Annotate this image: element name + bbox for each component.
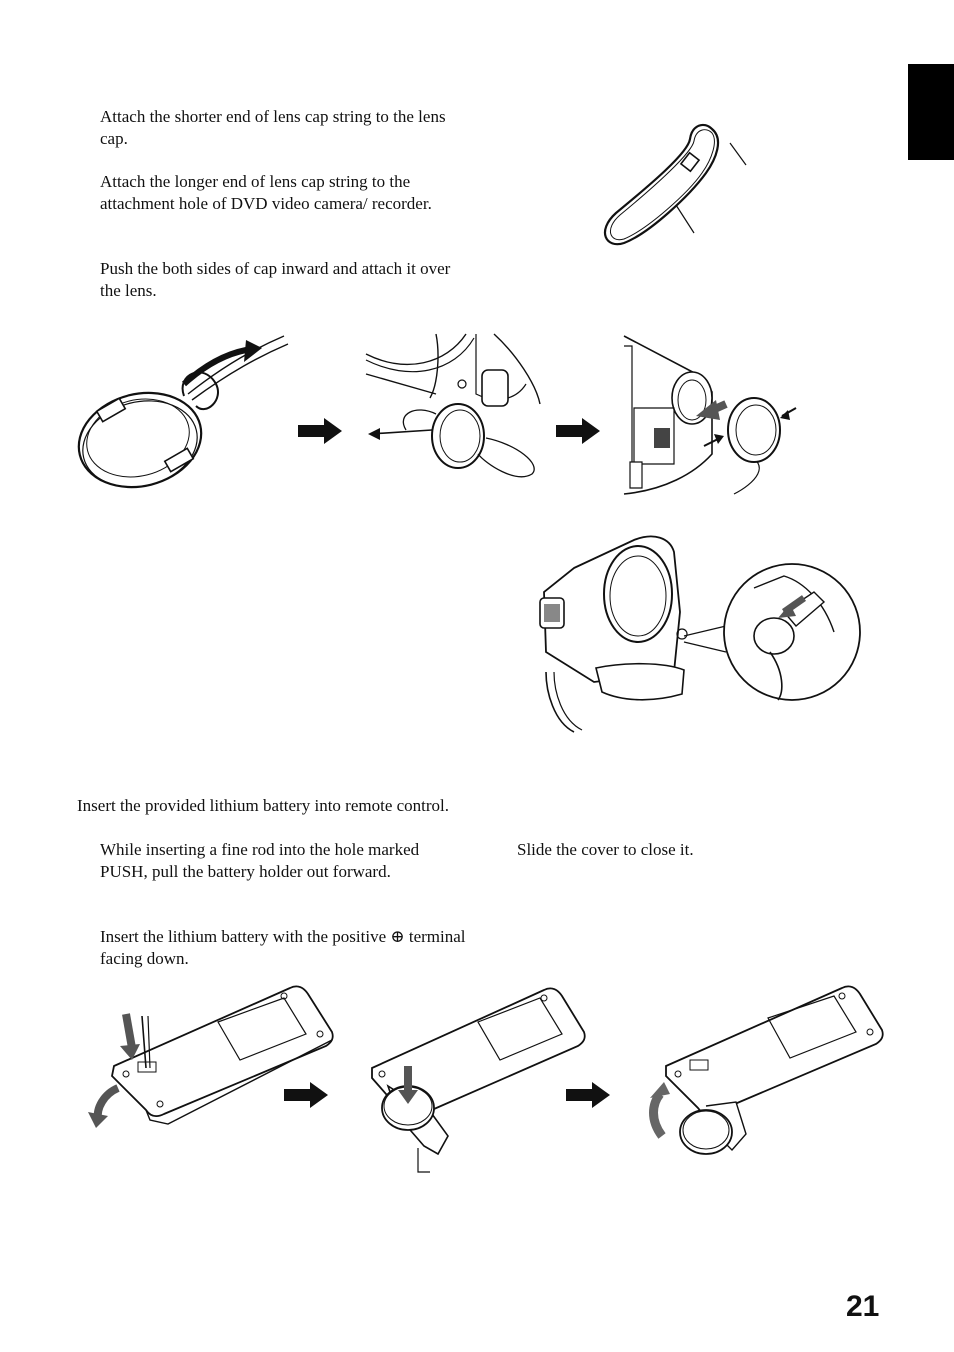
remote-step-2-text-b: terminal facing down. [100, 927, 466, 968]
camera-strap-attachment-illustration [534, 532, 864, 736]
remote-step-3: Slide the cover to close it. [517, 840, 694, 859]
lens-cap-attach-string-illustration [76, 334, 288, 496]
arrow-right-icon [556, 418, 600, 444]
remote-step-2: Insert the lithium battery with the posi… [100, 926, 472, 970]
lens-cap-step-3: Push the both sides of cap inward and at… [100, 259, 451, 300]
remote-close-cover-illustration [646, 984, 886, 1156]
attach-string-to-camera-illustration [366, 334, 544, 496]
cap-over-lens-illustration [624, 334, 804, 500]
remote-intro: Insert the provided lithium battery into… [77, 796, 450, 815]
arrow-right-icon [284, 1082, 328, 1108]
arrow-right-icon [298, 418, 342, 444]
lens-cap-string-illustration [590, 115, 760, 255]
page-number: 21 [846, 1290, 880, 1323]
remote-step-1: While inserting a fine rod into the hole… [100, 840, 420, 881]
remote-pull-holder-illustration [88, 984, 336, 1128]
remote-insert-battery-illustration [368, 986, 590, 1174]
language-tab [908, 64, 954, 160]
positive-terminal-symbol: ⊕ [390, 927, 405, 946]
remote-step-2-text-a: Insert the lithium battery with the posi… [100, 927, 387, 946]
arrow-right-icon [566, 1082, 610, 1108]
lens-cap-step-2: Attach the longer end of lens cap string… [100, 172, 432, 213]
lens-cap-step-1: Attach the shorter end of lens cap strin… [100, 107, 446, 148]
